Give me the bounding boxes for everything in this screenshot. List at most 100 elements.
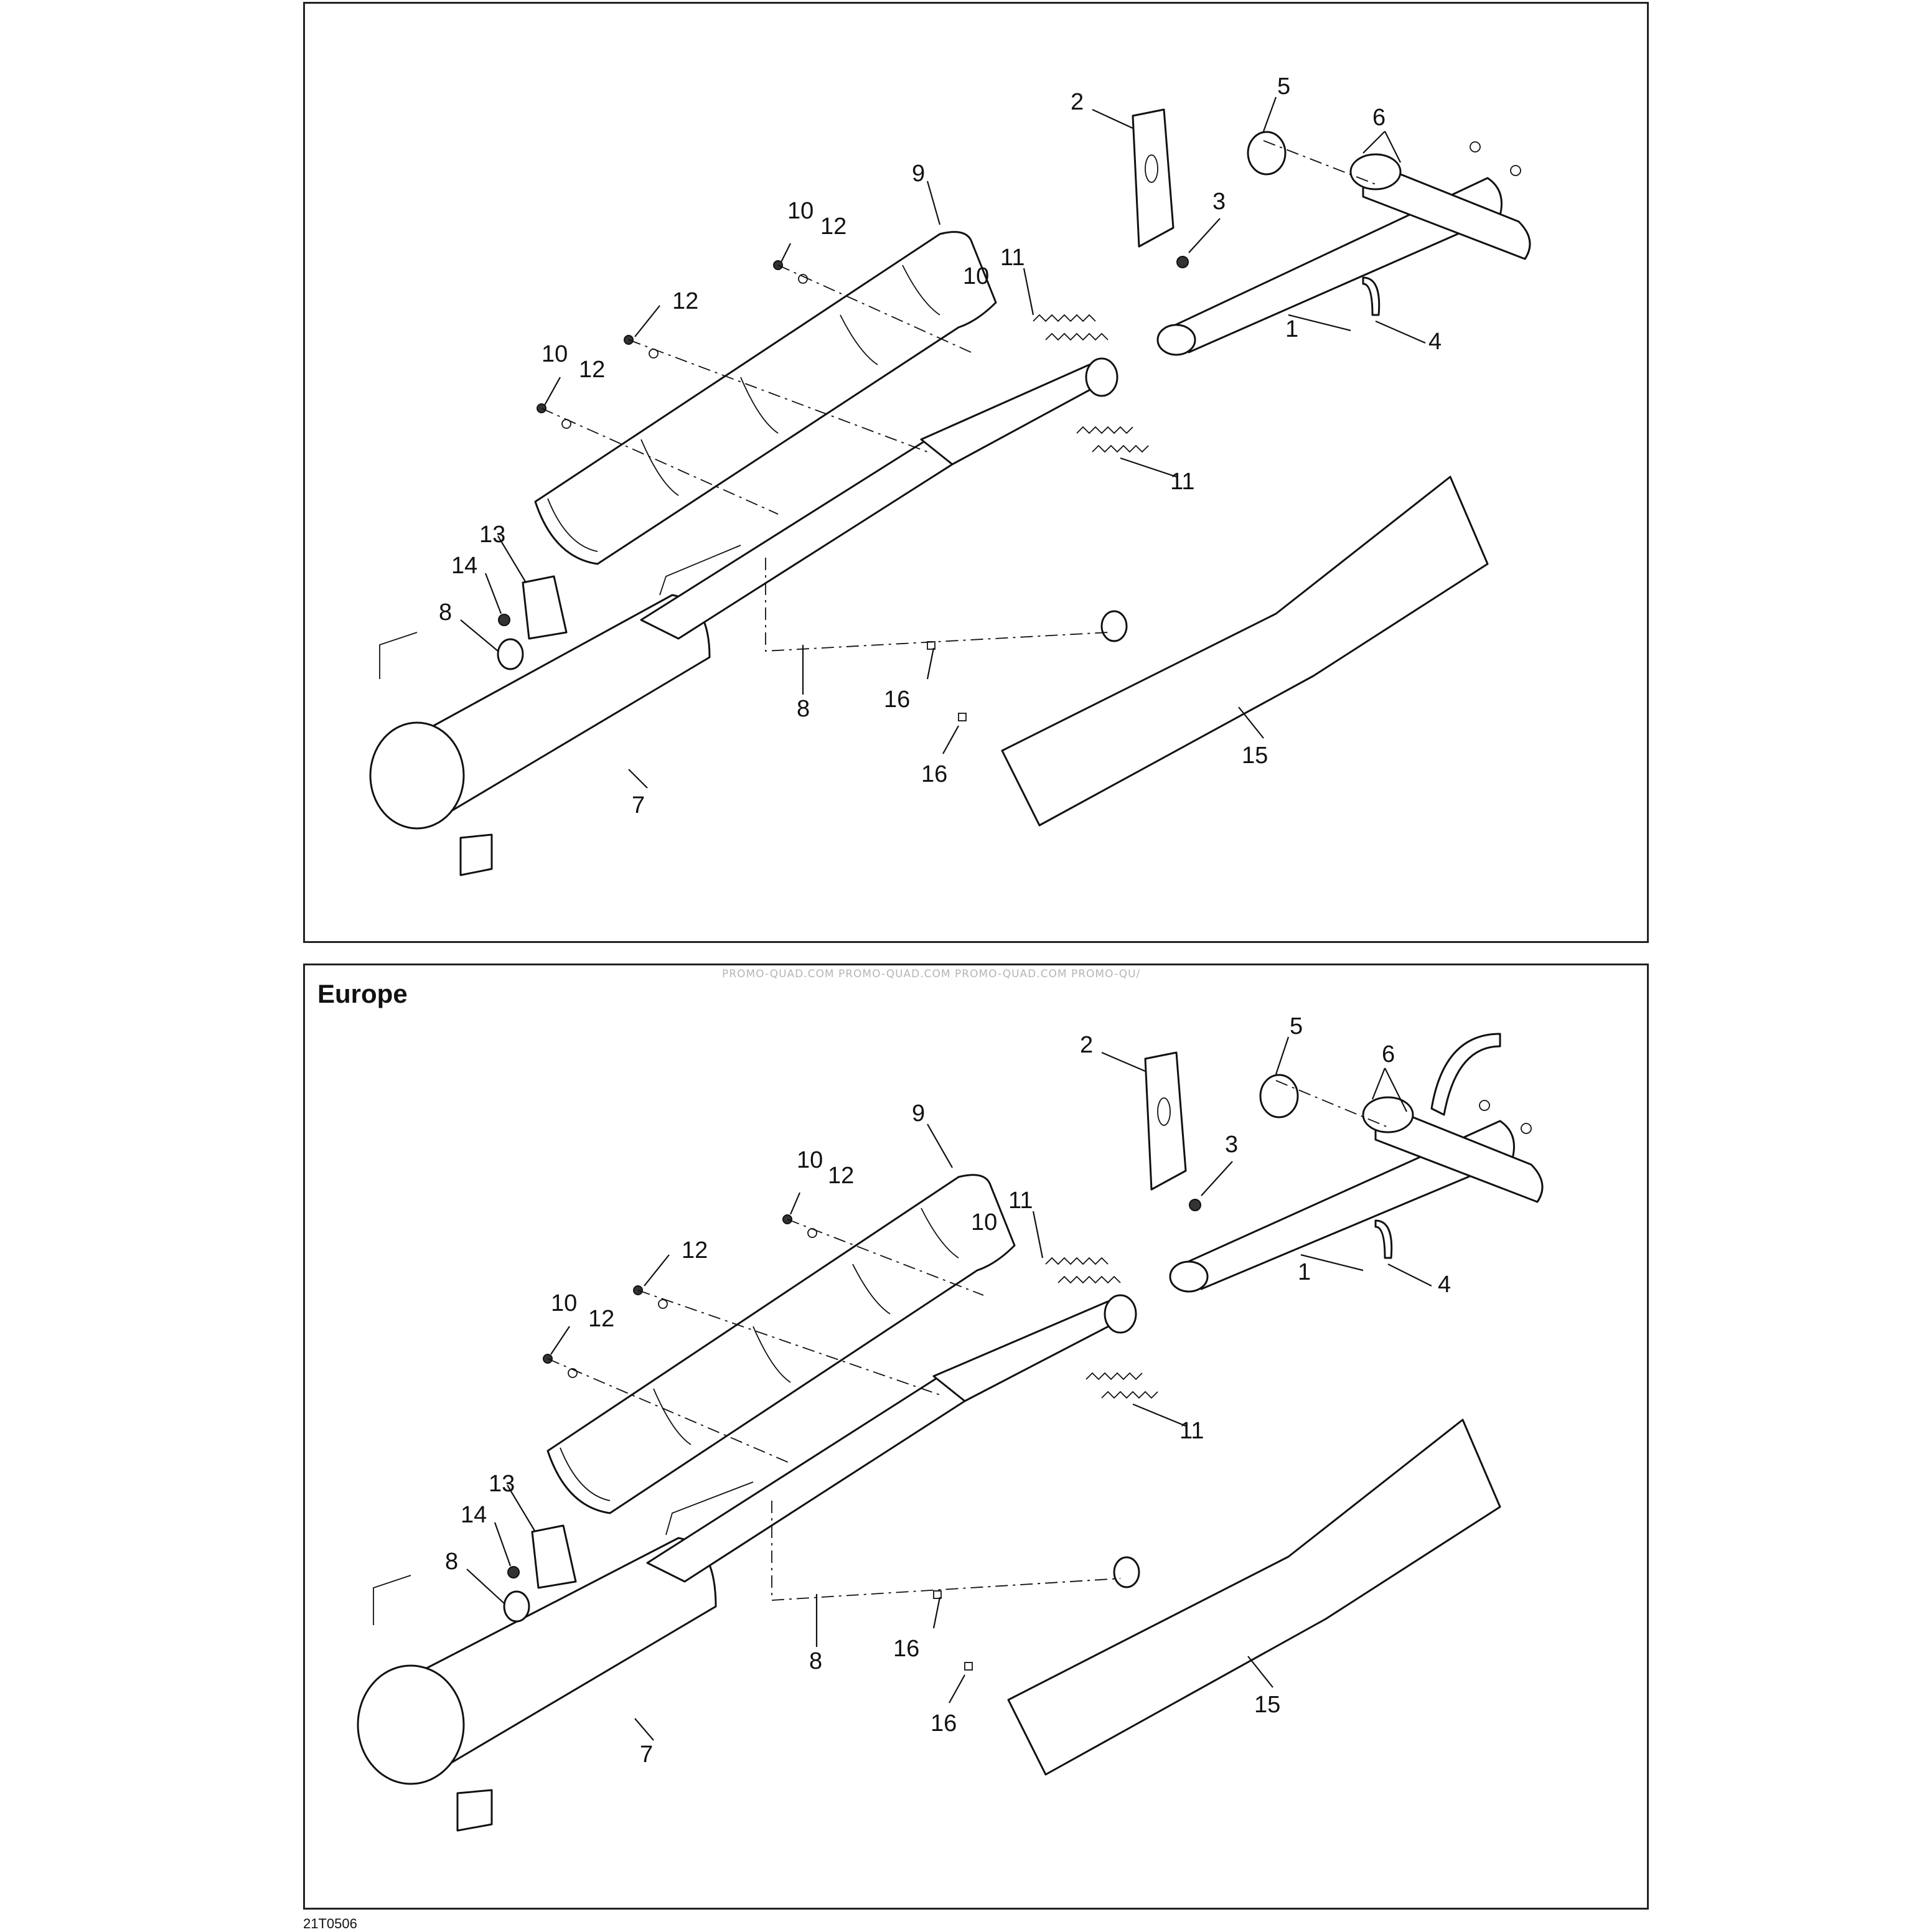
callout-14: 14	[461, 1502, 487, 1528]
bracket-part-13	[522, 575, 568, 640]
callout-10-a: 10	[542, 341, 568, 367]
diagram-panel-standard: 1 2 3 4 5 6 7 8 8 9 10 10 10 11 11 12 12…	[303, 2, 1649, 943]
bracket-part-2	[1144, 1051, 1187, 1191]
callout-9: 9	[912, 1100, 925, 1127]
heat-shield-part-9	[546, 1174, 1016, 1514]
assembly-line	[1275, 1080, 1389, 1128]
callout-8-right: 8	[797, 696, 810, 722]
exhaust-diagram: 1 2 3 4 5 6 7 8 8 9 10 10 10 11 11 12 12…	[369, 73, 1531, 876]
grommet-part-8	[1113, 1556, 1140, 1588]
callout-4: 4	[1438, 1272, 1451, 1298]
callout-2: 2	[1080, 1032, 1093, 1058]
leader-lines	[466, 1036, 1432, 1741]
callout-9: 9	[912, 161, 925, 187]
assembly-line	[547, 1358, 791, 1464]
callout-16-b: 16	[921, 761, 947, 787]
grommet-part-8-left	[497, 638, 524, 670]
assembly-line	[787, 1219, 984, 1296]
assembly-line	[541, 408, 779, 515]
callout-12-c: 12	[828, 1163, 854, 1189]
callout-12-a: 12	[579, 357, 605, 383]
heat-shield-part-9	[534, 231, 997, 565]
callout-13: 13	[489, 1471, 515, 1497]
callout-4: 4	[1428, 329, 1442, 355]
callout-16-a: 16	[893, 1636, 919, 1662]
washer-part-12-a	[568, 1368, 578, 1378]
callout-16-a: 16	[884, 687, 910, 713]
callout-12-c: 12	[820, 213, 846, 240]
callout-1: 1	[1285, 316, 1298, 342]
callout-5: 5	[1290, 1013, 1303, 1039]
nut-part-6-b	[1510, 165, 1521, 176]
callout-13: 13	[479, 522, 505, 548]
washer-part-12-b	[658, 1299, 668, 1309]
callout-8-right: 8	[809, 1648, 822, 1674]
callout-12-b: 12	[682, 1237, 708, 1264]
tailpipe-tube	[646, 1294, 1137, 1583]
callout-11-a: 11	[1000, 245, 1025, 271]
callout-10-b: 10	[971, 1209, 997, 1236]
callout-15: 15	[1254, 1692, 1280, 1718]
hose-part-4	[1362, 276, 1381, 316]
clip-part-16-a	[933, 1590, 942, 1599]
exhaust-pipe-part-1	[1169, 1033, 1544, 1293]
watermark: PROMO-QUAD.COM PROMO-QUAD.COM PROMO-QUAD…	[722, 968, 1141, 980]
callout-7: 7	[632, 792, 645, 818]
callout-10-c: 10	[797, 1147, 823, 1173]
bolt-part-14	[507, 1566, 520, 1578]
muffler-part-7	[357, 1481, 754, 1832]
bolt-part-14	[498, 614, 510, 626]
bolt-part-3	[1176, 256, 1189, 268]
callout-11-a: 11	[1008, 1188, 1033, 1214]
callout-16-b: 16	[931, 1710, 957, 1737]
exhaust-diagram-europe: 1 2 3 4 5 6 7 8 8 9 10 10 10 11 11 12 12…	[357, 1013, 1544, 1832]
figure-code: 21T0506	[303, 1916, 357, 1931]
bracket-part-13	[531, 1524, 577, 1589]
callout-10-b: 10	[963, 263, 989, 289]
callout-14: 14	[451, 553, 477, 579]
diagram-panel-europe: 1 2 3 4 5 6 7 8 8 9 10 10 10 11 11 12 12…	[303, 964, 1649, 1910]
assembly-line	[771, 1501, 1121, 1601]
callout-8-left: 8	[445, 1549, 458, 1575]
hose-part-4	[1374, 1219, 1393, 1259]
clip-part-16-b	[958, 713, 967, 721]
spring-part-11	[1033, 314, 1149, 453]
callout-10-a: 10	[551, 1290, 577, 1316]
nut-part-6-a	[1479, 1100, 1490, 1111]
gasket-part-5	[1259, 1074, 1299, 1118]
skid-plate-part-15	[1001, 476, 1489, 827]
callout-6: 6	[1372, 105, 1386, 131]
callout-12-b: 12	[672, 288, 698, 314]
spring-part-11	[1045, 1257, 1158, 1399]
muffler-part-7	[369, 545, 741, 876]
callout-10-c: 10	[787, 198, 814, 224]
callout-3: 3	[1212, 189, 1226, 215]
callout-15: 15	[1242, 743, 1268, 769]
callout-6: 6	[1382, 1041, 1395, 1067]
callout-8-left: 8	[439, 599, 452, 626]
nut-part-6-b	[1521, 1123, 1532, 1134]
bracket-part-2	[1132, 108, 1175, 248]
callout-3: 3	[1225, 1132, 1238, 1158]
exhaust-pipe-part-1	[1156, 153, 1531, 356]
assembly-line	[637, 1290, 940, 1395]
gasket-part-5	[1247, 131, 1287, 176]
assembly-line	[628, 339, 928, 453]
assembly-line	[1263, 140, 1376, 185]
assembly-line	[777, 265, 972, 353]
assembly-line	[765, 558, 1109, 652]
grommet-part-8-left	[503, 1590, 530, 1623]
leader-lines	[460, 96, 1426, 789]
callout-1: 1	[1298, 1259, 1311, 1285]
nut-part-6-a	[1470, 141, 1481, 152]
callout-5: 5	[1277, 73, 1290, 100]
callout-2: 2	[1071, 89, 1084, 115]
callout-12-a: 12	[588, 1306, 614, 1332]
callout-11-b: 11	[1179, 1418, 1204, 1444]
grommet-part-8	[1100, 610, 1128, 642]
callout-7: 7	[640, 1742, 653, 1768]
callout-11-b: 11	[1170, 469, 1194, 495]
clip-part-16-b	[964, 1662, 973, 1671]
tailpipe-tube	[640, 357, 1118, 640]
skid-plate-part-15	[1007, 1419, 1501, 1776]
